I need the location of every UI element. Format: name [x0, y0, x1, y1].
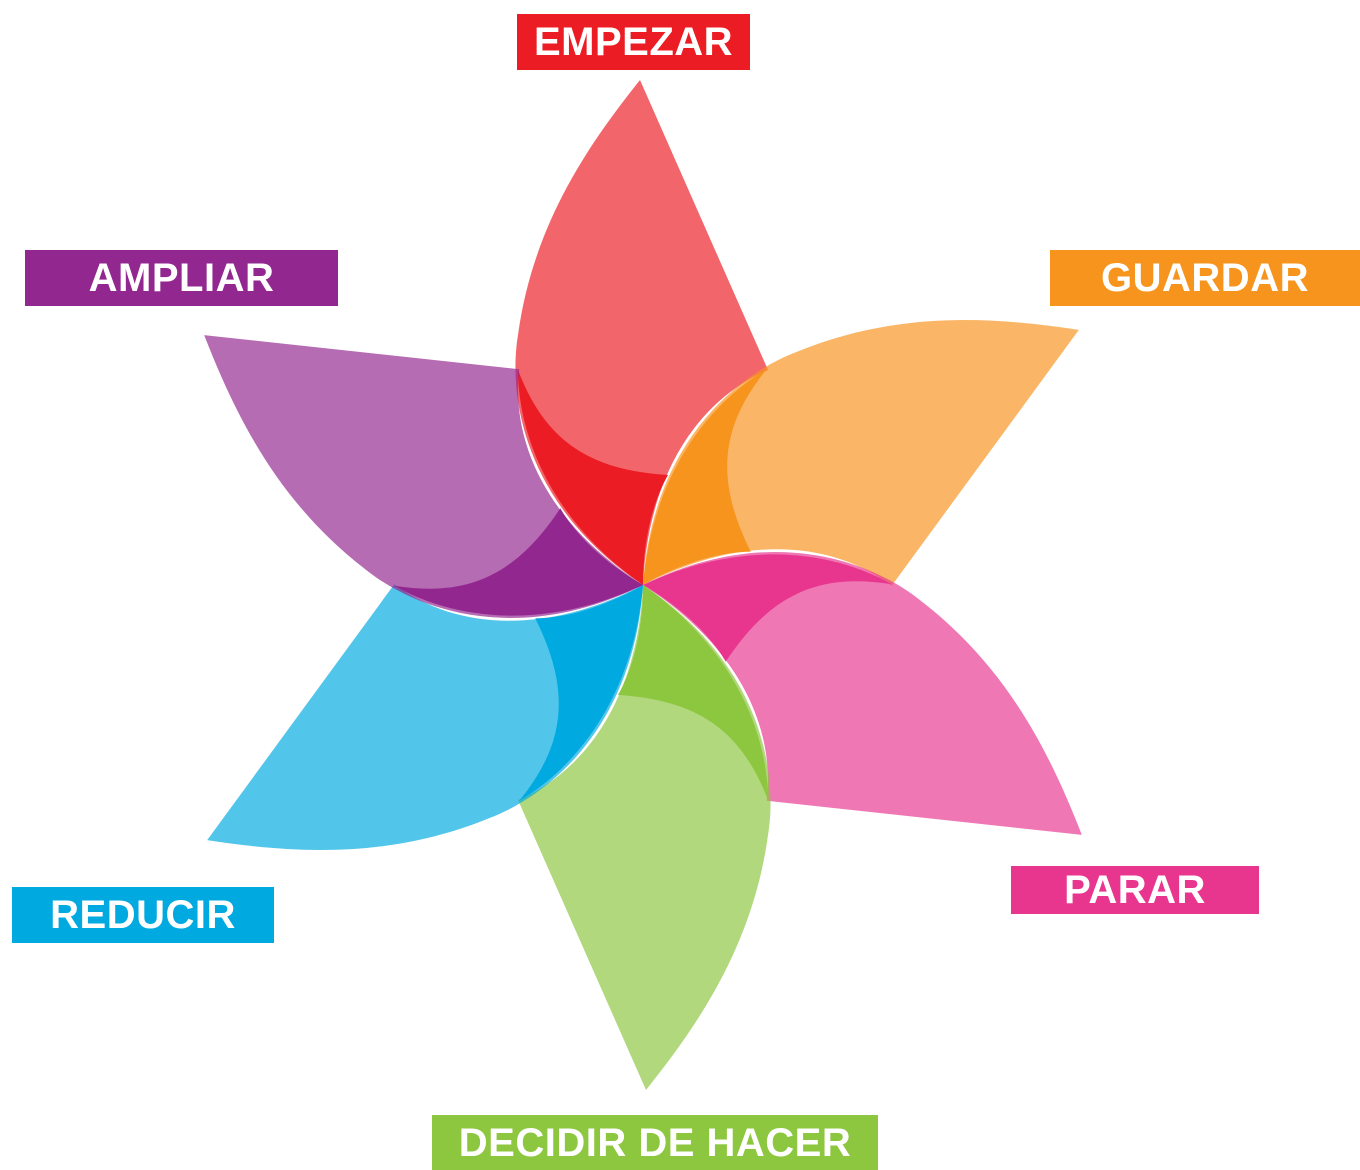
- petal-decidir-core: [618, 585, 768, 800]
- petal-empezar-core: [518, 370, 668, 585]
- petal-ampliar: [204, 335, 643, 618]
- petal-guardar-core: [643, 369, 767, 585]
- label-reducir: REDUCIR: [12, 887, 274, 943]
- petal-empezar: [515, 80, 768, 585]
- petal-decidir: [518, 585, 771, 1090]
- petal-parar-core: [643, 554, 892, 662]
- petal-ampliar-core: [394, 508, 643, 616]
- petals-group: [204, 80, 1082, 1090]
- label-empezar: EMPEZAR: [517, 14, 750, 70]
- label-ampliar: AMPLIAR: [25, 250, 338, 306]
- petal-reducir: [207, 584, 643, 850]
- label-parar: PARAR: [1011, 866, 1259, 914]
- label-decidir-de-hacer: DECIDIR DE HACER: [432, 1115, 878, 1170]
- petal-guardar: [643, 320, 1079, 586]
- petal-reducir-core: [519, 585, 643, 801]
- label-guardar: GUARDAR: [1050, 250, 1360, 306]
- petal-parar: [643, 552, 1082, 835]
